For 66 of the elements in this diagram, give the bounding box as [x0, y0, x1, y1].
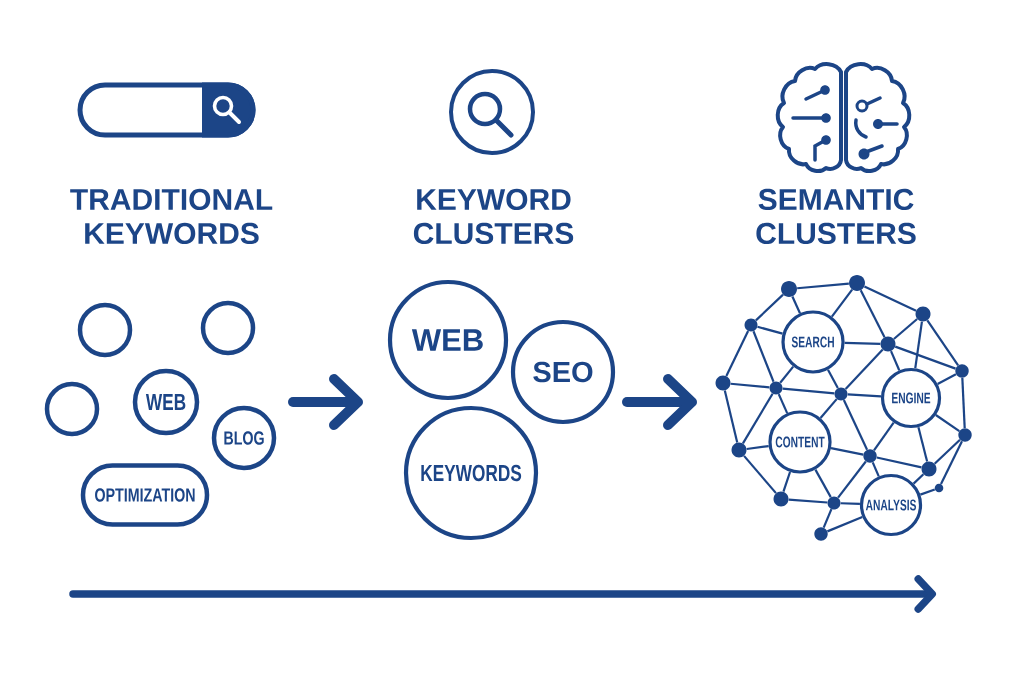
connector-line — [831, 288, 853, 318]
connector-line — [827, 369, 839, 389]
connector-line — [746, 445, 769, 451]
connector-line — [863, 285, 917, 312]
connector-line — [890, 350, 901, 371]
connector-line — [917, 426, 929, 462]
empty-circle — [77, 302, 133, 358]
connector-line — [926, 319, 960, 366]
network-dot — [915, 306, 931, 322]
connector-line — [844, 348, 884, 390]
network-dot — [863, 449, 877, 463]
connector-line — [830, 447, 864, 456]
network-dot — [731, 442, 747, 458]
network-dot — [880, 336, 896, 352]
connector-line — [933, 438, 961, 465]
connector-line — [894, 345, 956, 370]
connector-line — [822, 508, 833, 529]
network-dot — [715, 375, 731, 391]
connector-line — [914, 321, 923, 369]
network-dot — [814, 527, 828, 541]
connector-line — [752, 330, 775, 383]
connector-line — [723, 390, 739, 443]
connector-line — [819, 398, 838, 419]
column-heading: SEMANTIC CLUSTERS — [756, 188, 916, 245]
connector-line — [757, 325, 783, 335]
connector-line — [876, 456, 922, 469]
connector-line — [742, 393, 774, 444]
keyword-pill: OPTIMIZATION — [80, 463, 210, 527]
connector-line — [937, 373, 957, 385]
connector-line — [919, 488, 936, 496]
network-dot — [921, 461, 937, 477]
column-heading: TRADITIONAL KEYWORDS — [70, 188, 273, 245]
connector-line — [782, 387, 835, 395]
connector-line — [961, 377, 966, 429]
empty-circle — [200, 300, 256, 356]
connector-line — [755, 293, 784, 322]
connector-line — [837, 460, 867, 499]
connector-line — [940, 440, 963, 485]
connector-line — [779, 365, 795, 384]
network-dot — [781, 281, 797, 297]
connector-line — [730, 382, 770, 389]
connector-line — [871, 461, 880, 477]
connector-line — [859, 289, 886, 338]
connector-line — [935, 414, 960, 432]
connector-line — [847, 393, 882, 398]
network-dot — [958, 428, 972, 442]
connector-line — [842, 399, 869, 451]
network-dot — [849, 275, 865, 291]
column-heading: KEYWORD CLUSTERS — [413, 188, 574, 245]
empty-circle — [44, 381, 100, 437]
connector-line — [743, 455, 777, 494]
connector-line — [782, 471, 792, 493]
connector-line — [826, 515, 863, 533]
connector-line — [844, 341, 881, 345]
network-dot — [955, 364, 969, 378]
connector-line — [791, 296, 801, 314]
connector-line — [893, 318, 918, 340]
connector-line — [777, 393, 789, 414]
connector-line — [788, 498, 828, 504]
connector-line — [840, 502, 860, 505]
connector-line — [814, 469, 832, 498]
connector-line — [797, 282, 849, 290]
network-dot — [773, 491, 789, 507]
connector-line — [912, 473, 925, 485]
connector-line — [873, 421, 895, 451]
connector-line — [725, 330, 750, 377]
